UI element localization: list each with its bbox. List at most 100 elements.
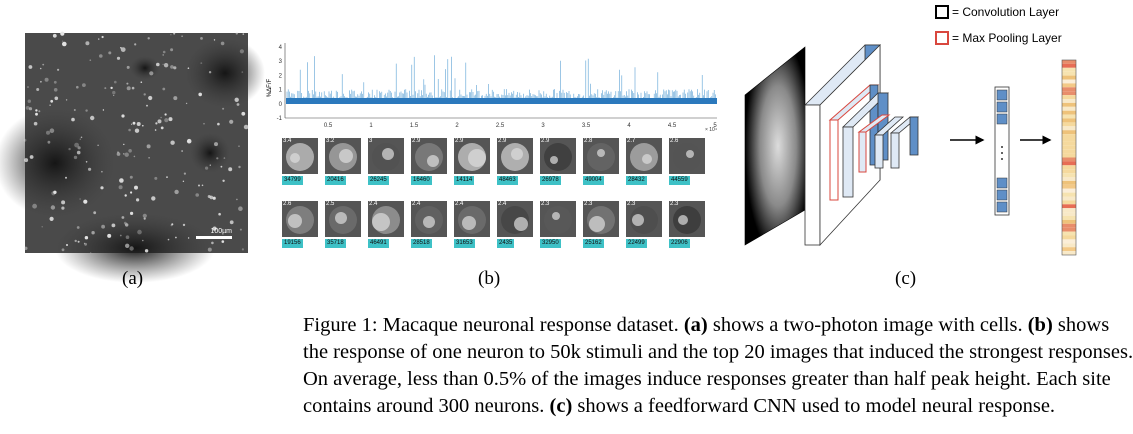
stimulus-id: 16460 bbox=[411, 176, 432, 185]
stimulus-thumbnail: 2.4 bbox=[368, 201, 404, 237]
stimulus-thumbnail: 2.5 bbox=[325, 201, 361, 237]
fully-connected-layer bbox=[994, 86, 1010, 216]
peak-value: 2.5 bbox=[326, 201, 335, 207]
peak-value: 2.3 bbox=[541, 201, 550, 207]
stimulus-id: 2435 bbox=[497, 239, 515, 248]
conv-layer-1 bbox=[804, 104, 821, 246]
peak-value: 2.8 bbox=[584, 138, 593, 144]
cnn-diagram bbox=[744, 44, 1077, 256]
sublabel-a: (a) bbox=[122, 268, 144, 289]
legend-pool-swatch bbox=[935, 31, 949, 45]
y-axis-label: %ΔF/F bbox=[267, 78, 273, 97]
y-tick-label: 1 bbox=[279, 88, 283, 94]
stimulus-id: 25162 bbox=[583, 239, 604, 248]
input-image bbox=[744, 46, 806, 246]
sublabel-b: (b) bbox=[478, 268, 501, 289]
stimulus-id: 26978 bbox=[540, 176, 561, 185]
stimulus-id: 22499 bbox=[626, 239, 647, 248]
caption-line-4: contains around 300 neurons. (c) shows a… bbox=[303, 395, 1056, 417]
legend-conv-label: = Convolution Layer bbox=[952, 5, 1060, 19]
stimulus-id: 44559 bbox=[669, 176, 690, 185]
y-tick-label: 2 bbox=[279, 73, 283, 79]
neural-response-output bbox=[1061, 59, 1077, 256]
stimulus-id: 22906 bbox=[669, 239, 690, 248]
peak-value: 2.6 bbox=[283, 201, 292, 207]
peak-value: 2.9 bbox=[498, 138, 507, 144]
x-tick-label: 3.5 bbox=[582, 123, 591, 129]
caption-line-3: On average, less than 0.5% of the images… bbox=[303, 368, 1111, 390]
y-tick-label: 4 bbox=[279, 45, 283, 51]
peak-value: 2.6 bbox=[670, 138, 679, 144]
stimulus-id: 48463 bbox=[497, 176, 518, 185]
legend-convolution: = Convolution Layer bbox=[935, 5, 1059, 19]
stimulus-thumbnail: 2.4 bbox=[454, 201, 490, 237]
peak-value: 3 bbox=[369, 138, 373, 144]
peak-value: 2.3 bbox=[584, 201, 593, 207]
stimulus-thumbnail: 2.3 bbox=[626, 201, 662, 237]
stimulus-thumbnail: 2.3 bbox=[669, 201, 705, 237]
stimulus-thumbnail: 2.9 bbox=[497, 138, 533, 174]
stimulus-id: 26245 bbox=[368, 176, 389, 185]
x-tick-label: 3 bbox=[541, 123, 545, 129]
stimulus-id: 28518 bbox=[411, 239, 432, 248]
x-tick-label: 0.5 bbox=[324, 123, 333, 129]
stimulus-thumbnail: 2.9 bbox=[540, 138, 576, 174]
stimulus-id: 34799 bbox=[282, 176, 303, 185]
stimulus-id: 28432 bbox=[626, 176, 647, 185]
two-photon-image: 100µm bbox=[0, 31, 265, 283]
peak-value: 2.3 bbox=[627, 201, 636, 207]
stimulus-thumbnail: 3.4 bbox=[282, 138, 318, 174]
caption-line-1: Figure 1: Macaque neuronal response data… bbox=[303, 314, 1110, 336]
stimulus-thumbnail: 2.9 bbox=[454, 138, 490, 174]
y-tick-label: 3 bbox=[279, 59, 283, 65]
peak-value: 2.3 bbox=[670, 201, 679, 207]
conv-layer-4 bbox=[890, 132, 900, 169]
stimulus-thumbnail: 2.6 bbox=[282, 201, 318, 237]
peak-value: 3.2 bbox=[326, 138, 335, 144]
pool-layer-1 bbox=[829, 119, 839, 201]
x-tick-label: 1.5 bbox=[410, 123, 419, 129]
peak-value: 2.4 bbox=[369, 201, 378, 207]
caption-line-2: the response of one neuron to 50k stimul… bbox=[303, 341, 1133, 363]
y-tick-label: -1 bbox=[277, 116, 283, 122]
stimulus-id: 19156 bbox=[282, 239, 303, 248]
peak-value: 2.4 bbox=[455, 201, 464, 207]
peak-value: 2.7 bbox=[627, 138, 636, 144]
y-tick-label: 0 bbox=[279, 102, 283, 108]
peak-value: 2.9 bbox=[455, 138, 464, 144]
legend-conv-swatch bbox=[935, 5, 949, 19]
stimulus-id: 46491 bbox=[368, 239, 389, 248]
two-photon-texture bbox=[0, 31, 265, 283]
stimulus-id: 20416 bbox=[325, 176, 346, 185]
x-tick-label: 5 bbox=[713, 123, 717, 129]
stimulus-thumbnail: 2.3 bbox=[540, 201, 576, 237]
stimulus-id: 14114 bbox=[454, 176, 475, 185]
peak-value: 3.4 bbox=[283, 138, 292, 144]
x-exponent: × 10⁴ bbox=[705, 127, 717, 133]
stimulus-id: 31653 bbox=[454, 239, 475, 248]
conv-layer-2 bbox=[842, 126, 854, 198]
scalebar-label: 100µm bbox=[210, 228, 232, 235]
stimulus-thumbnail: 2.3 bbox=[583, 201, 619, 237]
sublabel-c: (c) bbox=[895, 268, 917, 289]
stimulus-id: 32950 bbox=[540, 239, 561, 248]
pool-layer-2 bbox=[858, 131, 867, 173]
x-tick-label: 4.5 bbox=[668, 123, 677, 129]
stimulus-thumbnail: 3 bbox=[368, 138, 404, 174]
stimulus-id: 49004 bbox=[583, 176, 604, 185]
stimulus-thumbnail: 2.7 bbox=[626, 138, 662, 174]
legend-max-pooling: = Max Pooling Layer bbox=[935, 31, 1062, 45]
scalebar bbox=[196, 236, 232, 239]
x-tick-label: 1 bbox=[369, 123, 373, 129]
peak-value: 2.4 bbox=[498, 201, 507, 207]
stimulus-thumbnail: 2.8 bbox=[583, 138, 619, 174]
stimulus-thumbnail: 2.9 bbox=[411, 138, 447, 174]
peak-value: 2.4 bbox=[412, 201, 421, 207]
stimulus-thumbnail: 2.4 bbox=[411, 201, 447, 237]
x-tick-label: 4 bbox=[627, 123, 631, 129]
stimulus-thumbnail: 2.4 bbox=[497, 201, 533, 237]
legend-pool-label: = Max Pooling Layer bbox=[952, 31, 1062, 45]
x-tick-label: 2.5 bbox=[496, 123, 505, 129]
stimulus-thumbnail: 2.6 bbox=[669, 138, 705, 174]
peak-value: 2.9 bbox=[541, 138, 550, 144]
